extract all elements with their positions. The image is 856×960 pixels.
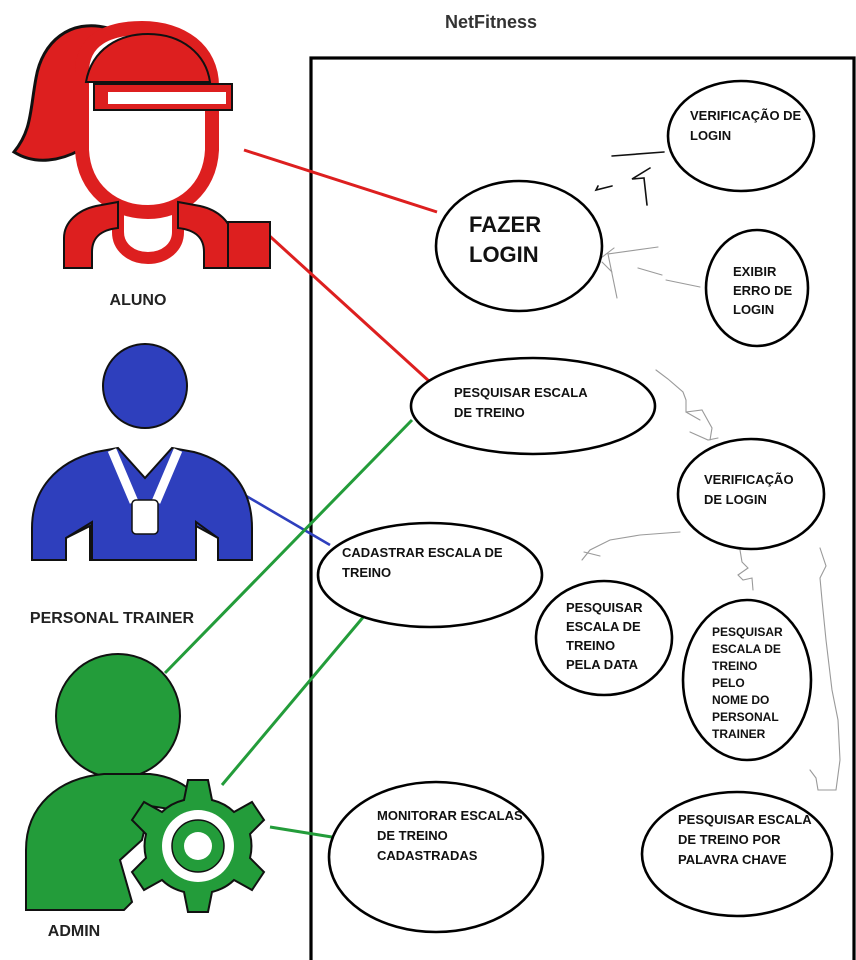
use-case-ellipse <box>640 790 834 918</box>
use-case-monitorar-escalas[interactable]: MONITORAR ESCALAS DE TREINO CADASTRADAS <box>327 780 545 934</box>
use-case-label-line: DE TREINO <box>454 405 525 420</box>
actor-aluno[interactable]: ALUNO <box>11 20 271 309</box>
association-admin-monitorar-escalas[interactable] <box>269 825 339 840</box>
use-case-label-line: TRAINER <box>712 727 766 741</box>
use-case-label-line: DE TREINO POR <box>678 832 781 847</box>
use-case-label-line: VERIFICAÇÃO DE <box>690 108 802 123</box>
use-case-ellipse <box>409 356 657 456</box>
associations <box>163 148 438 840</box>
use-case-label-line: ESCALA DE <box>566 619 641 634</box>
svg-text:PESQUISAR ESCALA DE TREI: PESQUISAR ESCALA DE TREINO <box>454 385 591 420</box>
use-case-ellipse <box>676 437 826 551</box>
woman-with-headband-icon <box>11 20 271 269</box>
svg-text:VERIFICAÇÃO DE LOGIN: VERIFICAÇÃO DE LOGIN <box>690 108 805 143</box>
use-case-ellipse <box>704 228 810 348</box>
use-case-label-line: TREINO <box>566 638 615 653</box>
extend-arrow-sketch-2 <box>655 369 719 441</box>
association-aluno-fazer-login[interactable] <box>243 148 438 214</box>
use-case-fazer-login[interactable]: FAZER LOGIN <box>434 179 604 313</box>
use-case-label-line: TREINO <box>342 565 391 580</box>
actor-admin[interactable]: ADMIN <box>25 653 266 940</box>
extend-arrow-sketch-5 <box>809 547 841 791</box>
use-case-pesquisar-pelo-nome[interactable]: PESQUISAR ESCALA DE TREINO PELO NOME DO … <box>681 598 813 762</box>
use-case-ellipse <box>316 521 544 629</box>
association-aluno-pesquisar-escala[interactable] <box>261 228 432 384</box>
svg-text:EXIBIR ERRO DE LOG: EXIBIR ERRO DE LOGIN <box>733 264 796 317</box>
use-case-label-line: DE LOGIN <box>704 492 767 507</box>
svg-text:PESQUISAR ESCALA DE TREI: PESQUISAR ESCALA DE TREINO POR PALAVRA C… <box>678 812 815 867</box>
use-case-label-line: PESQUISAR ESCALA <box>454 385 588 400</box>
use-case-label-line: TREINO <box>712 659 757 673</box>
use-case-label-line: MONITORAR ESCALAS <box>377 808 523 823</box>
use-case-verificacao-login-1[interactable]: VERIFICAÇÃO DE LOGIN <box>666 79 816 193</box>
include-arrow-sketch <box>594 151 665 206</box>
association-trainer-cadastrar-escala[interactable] <box>235 488 331 547</box>
sketch-arrows <box>581 151 841 791</box>
use-case-label-line: ERRO DE <box>733 283 793 298</box>
svg-text:CADASTRAR ESCALA DE TREI: CADASTRAR ESCALA DE TREINO <box>342 545 506 580</box>
system-boundary <box>309 56 856 960</box>
use-case-label-line: FAZER <box>469 212 541 237</box>
use-case-pesquisar-palavra-chave[interactable]: PESQUISAR ESCALA DE TREINO POR PALAVRA C… <box>640 790 834 918</box>
svg-text:MONITORAR ESCALAS DE TRE: MONITORAR ESCALAS DE TREINO CADASTRADAS <box>377 808 526 863</box>
use-case-ellipse <box>666 79 816 193</box>
use-case-pesquisar-escala[interactable]: PESQUISAR ESCALA DE TREINO <box>409 356 657 456</box>
use-case-ellipse <box>534 579 674 697</box>
use-case-label-line: ESCALA DE <box>712 642 781 656</box>
diagram-title: NetFitness <box>445 12 537 32</box>
use-case-label-line: DE TREINO <box>377 828 448 843</box>
extend-arrow-sketch-3 <box>581 531 681 561</box>
use-case-ellipse <box>327 780 545 934</box>
svg-text:PESQUISAR ESCALA DE: PESQUISAR ESCALA DE TREINO PELO NOME DO … <box>712 625 786 741</box>
association-admin-pesquisar-escala[interactable] <box>163 418 414 675</box>
use-case-pesquisar-pela-data[interactable]: PESQUISAR ESCALA DE TREINO PELA DATA <box>534 579 674 697</box>
user-gear-icon <box>25 653 266 913</box>
extend-arrow-sketch-1 <box>600 246 701 299</box>
use-case-label-line: PESQUISAR <box>712 625 783 639</box>
actor-label-admin: ADMIN <box>48 923 100 940</box>
use-case-label-line: PALAVRA CHAVE <box>678 852 787 867</box>
use-case-label-line: VERIFICAÇÃO <box>704 472 794 487</box>
use-case-label-line: LOGIN <box>733 302 774 317</box>
use-case-ellipse <box>434 179 604 313</box>
person-with-lanyard-icon <box>31 343 253 561</box>
use-case-label-line: CADASTRADAS <box>377 848 478 863</box>
use-case-label-line: PESQUISAR ESCALA <box>678 812 812 827</box>
svg-text:VERIFICAÇÃO DE LOGIN: VERIFICAÇÃO DE LOGIN <box>704 472 797 507</box>
use-case-exibir-erro-login[interactable]: EXIBIR ERRO DE LOGIN <box>704 228 810 348</box>
svg-text:PESQUISAR ESCALA DE: PESQUISAR ESCALA DE TREINO PELA DATA <box>566 600 646 672</box>
use-case-label-line: LOGIN <box>690 128 731 143</box>
use-case-label-line: PELO <box>712 676 745 690</box>
actor-label-personal-trainer: PERSONAL TRAINER <box>30 610 195 627</box>
svg-text:FAZER LOGIN: FAZER LOGIN <box>469 212 547 267</box>
use-case-label-line: PERSONAL <box>712 710 778 724</box>
use-case-ellipse <box>681 598 813 762</box>
use-case-label-line: CADASTRAR ESCALA DE <box>342 545 503 560</box>
use-case-label-line: NOME DO <box>712 693 769 707</box>
use-case-label-line: LOGIN <box>469 242 539 267</box>
use-case-verificacao-login-2[interactable]: VERIFICAÇÃO DE LOGIN <box>676 437 826 551</box>
extend-arrow-sketch-4 <box>737 549 754 591</box>
use-case-label-line: PESQUISAR <box>566 600 643 615</box>
use-case-label-line: PELA DATA <box>566 657 639 672</box>
use-case-cadastrar-escala[interactable]: CADASTRAR ESCALA DE TREINO <box>316 521 544 629</box>
use-case-label-line: EXIBIR <box>733 264 777 279</box>
actor-personal-trainer[interactable]: PERSONAL TRAINER <box>30 343 253 627</box>
actor-label-aluno: ALUNO <box>110 292 167 309</box>
association-admin-cadastrar-escala[interactable] <box>220 614 367 786</box>
